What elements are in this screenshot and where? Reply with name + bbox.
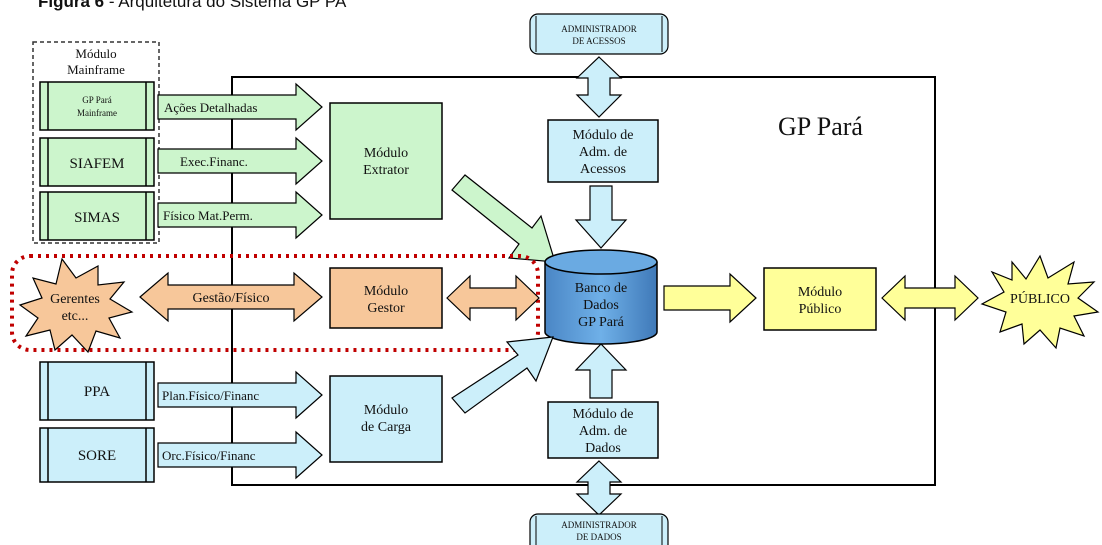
module-publico: Módulo Público — [763, 267, 877, 331]
source-ppa: PPA — [39, 361, 155, 421]
flow-exec-financ-label: Exec.Financ. — [180, 154, 248, 169]
flow-gestao-fisico: Gestão/Físico — [139, 271, 323, 323]
system-title: GP Pará — [778, 112, 863, 141]
figure-number: Figura 6 — [38, 0, 105, 11]
actor-gerentes-line2: etc... — [62, 309, 89, 324]
admin-dados-line2: DE DADOS — [576, 532, 621, 542]
arrow-extrator-to-database — [451, 174, 556, 263]
arrow-admin-dados-modulo — [575, 460, 623, 516]
source-sore: SORE — [39, 427, 155, 483]
arrow-carga-to-database — [451, 336, 554, 414]
figure-title: - Arquitetura do Sistema GP PA — [108, 0, 347, 11]
module-gestor-line2: Gestor — [367, 301, 405, 316]
flow-acoes-detalhadas-label: Ações Detalhadas — [164, 100, 258, 115]
module-adm-acessos-line3: Acessos — [580, 162, 626, 177]
flow-acoes-detalhadas: Ações Detalhadas — [157, 82, 323, 132]
module-adm-dados-line3: Dados — [585, 441, 621, 456]
flow-orc-fisico-financ: Orc.Físico/Financ — [157, 430, 323, 480]
admin-acessos-line2: DE ACESSOS — [572, 36, 625, 46]
actor-gerentes: Gerentes etc... — [18, 257, 134, 354]
source-simas: SIMAS — [39, 191, 155, 241]
actor-admin-dados: ADMINISTRADOR DE DADOS — [529, 513, 669, 545]
admin-dados-line1: ADMINISTRADOR — [561, 520, 637, 530]
flow-fisico-mat-perm-label: Físico Mat.Perm. — [163, 208, 253, 223]
source-ppa-label: PPA — [84, 384, 110, 400]
module-carga: Módulo de Carga — [329, 375, 443, 463]
module-adm-dados: Módulo de Adm. de Dados — [547, 401, 659, 459]
module-gestor: Módulo Gestor — [329, 267, 443, 329]
source-siafem: SIAFEM — [39, 137, 155, 187]
highlight-region — [10, 254, 540, 352]
source-gp-para-mainframe: GP Pará Mainframe — [39, 81, 155, 131]
flow-gestao-fisico-label: Gestão/Físico — [193, 291, 270, 306]
source-gp-para-line1: GP Pará — [82, 95, 111, 105]
module-gestor-line1: Módulo — [364, 284, 408, 299]
actor-publico: PÚBLICO — [980, 254, 1100, 350]
module-extrator-line2: Extrator — [363, 163, 409, 178]
mainframe-group-title-1: Módulo — [75, 46, 116, 61]
arrow-adm-dados-to-database — [574, 343, 628, 399]
module-adm-acessos-line2: Adm. de — [579, 145, 627, 160]
flow-orc-fisico-financ-label: Orc.Físico/Financ — [162, 448, 256, 463]
figure-caption: Figura 6 - Arquitetura do Sistema GP PA — [38, 0, 346, 12]
module-carga-line2: de Carga — [361, 420, 412, 435]
actor-admin-acessos: ADMINISTRADOR DE ACESSOS — [529, 13, 669, 55]
mainframe-group — [32, 41, 160, 244]
source-sore-label: SORE — [78, 448, 116, 464]
arrow-modulo-publico-to-publico — [881, 274, 979, 322]
flow-plan-fisico-financ-label: Plan.Físico/Financ — [162, 388, 259, 403]
source-simas-label: SIMAS — [74, 210, 120, 226]
module-adm-dados-line2: Adm. de — [579, 424, 627, 439]
database-line2: Dados — [583, 298, 619, 313]
flow-plan-fisico-financ: Plan.Físico/Financ — [157, 370, 323, 420]
module-extrator: Módulo Extrator — [329, 102, 443, 220]
module-adm-acessos-line1: Módulo de — [572, 128, 633, 143]
module-extrator-line1: Módulo — [364, 146, 408, 161]
module-publico-line2: Público — [799, 302, 842, 317]
source-siafem-label: SIAFEM — [69, 156, 124, 172]
mainframe-group-title-2: Mainframe — [67, 62, 125, 77]
arrow-admin-acessos-modulo — [575, 56, 623, 118]
admin-acessos-line1: ADMINISTRADOR — [561, 24, 637, 34]
database-line3: GP Pará — [578, 315, 625, 330]
flow-fisico-mat-perm: Físico Mat.Perm. — [157, 190, 323, 240]
module-publico-line1: Módulo — [798, 285, 842, 300]
actor-gerentes-line1: Gerentes — [50, 292, 100, 307]
database-gp-para: Banco de Dados GP Pará — [544, 249, 658, 345]
arrow-database-to-publico — [663, 272, 757, 324]
source-gp-para-line2: Mainframe — [77, 108, 117, 118]
arrow-gestor-database — [446, 274, 540, 322]
module-adm-acessos: Módulo de Adm. de Acessos — [547, 119, 659, 183]
database-line1: Banco de — [575, 281, 627, 296]
arrow-adm-acessos-to-database — [574, 185, 628, 249]
module-carga-line1: Módulo — [364, 403, 408, 418]
flow-exec-financ: Exec.Financ. — [157, 136, 323, 186]
actor-publico-label: PÚBLICO — [1010, 290, 1070, 307]
module-adm-dados-line1: Módulo de — [572, 407, 633, 422]
